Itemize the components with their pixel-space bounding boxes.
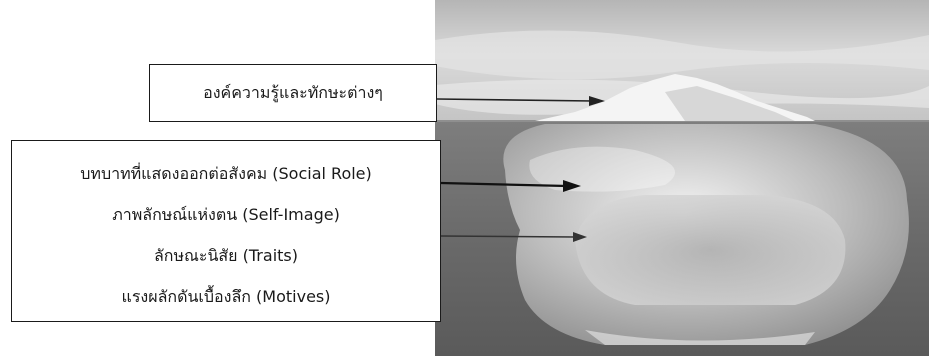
arrow-lower <box>441 232 587 242</box>
arrow-top <box>437 96 605 106</box>
label-self-image: ภาพลักษณ์แห่งตน (Self-Image) <box>12 194 440 235</box>
label-social-role: บทบาทที่แสดงออกต่อสังคม (Social Role) <box>12 153 440 194</box>
bottom-label-box: บทบาทที่แสดงออกต่อสังคม (Social Role) ภา… <box>11 140 441 322</box>
label-motives: แรงผลักดันเบื้องลึก (Motives) <box>12 276 440 317</box>
label-traits: ลักษณะนิสัย (Traits) <box>12 235 440 276</box>
arrow-middle <box>441 180 581 192</box>
top-label-box: องค์ความรู้และทักษะต่างๆ <box>149 64 437 122</box>
top-label: องค์ความรู้และทักษะต่างๆ <box>203 83 383 102</box>
